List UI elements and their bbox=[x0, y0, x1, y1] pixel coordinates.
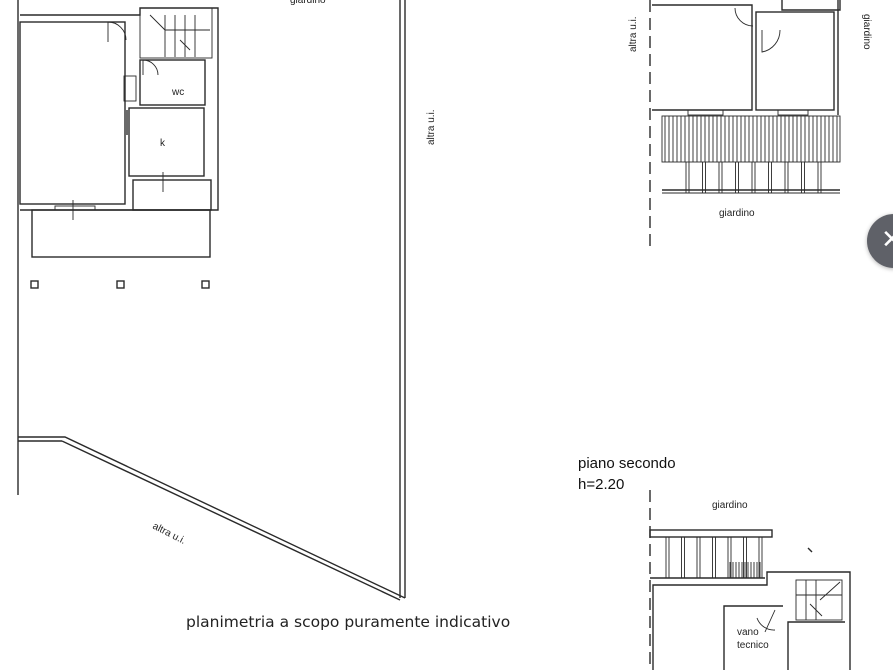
label-altra-ui-top-right: altra u.i. bbox=[628, 16, 639, 52]
ground-floor-plan bbox=[17, 0, 406, 601]
label-k: k bbox=[160, 138, 166, 149]
first-floor-plan bbox=[649, 0, 841, 248]
plan-caption: planimetria a scopo puramente indicativo bbox=[186, 613, 510, 631]
label-vano: vano bbox=[737, 627, 759, 638]
label-giardino-top: giardino bbox=[290, 0, 326, 6]
label-wc: wc bbox=[171, 87, 184, 98]
label-height: h=2.20 bbox=[578, 476, 624, 493]
label-piano-secondo: piano secondo bbox=[578, 455, 676, 472]
label-giardino-pergola: giardino bbox=[719, 208, 755, 219]
second-floor-plan bbox=[649, 490, 851, 670]
label-giardino-vertical: giardino bbox=[861, 14, 872, 50]
close-icon: ✕ bbox=[881, 225, 893, 255]
label-tecnico: tecnico bbox=[737, 640, 769, 651]
label-altra-ui-diagonal: altra u.i. bbox=[151, 521, 188, 547]
label-giardino-second: giardino bbox=[712, 500, 748, 511]
label-altra-ui-right: altra u.i. bbox=[426, 109, 437, 145]
